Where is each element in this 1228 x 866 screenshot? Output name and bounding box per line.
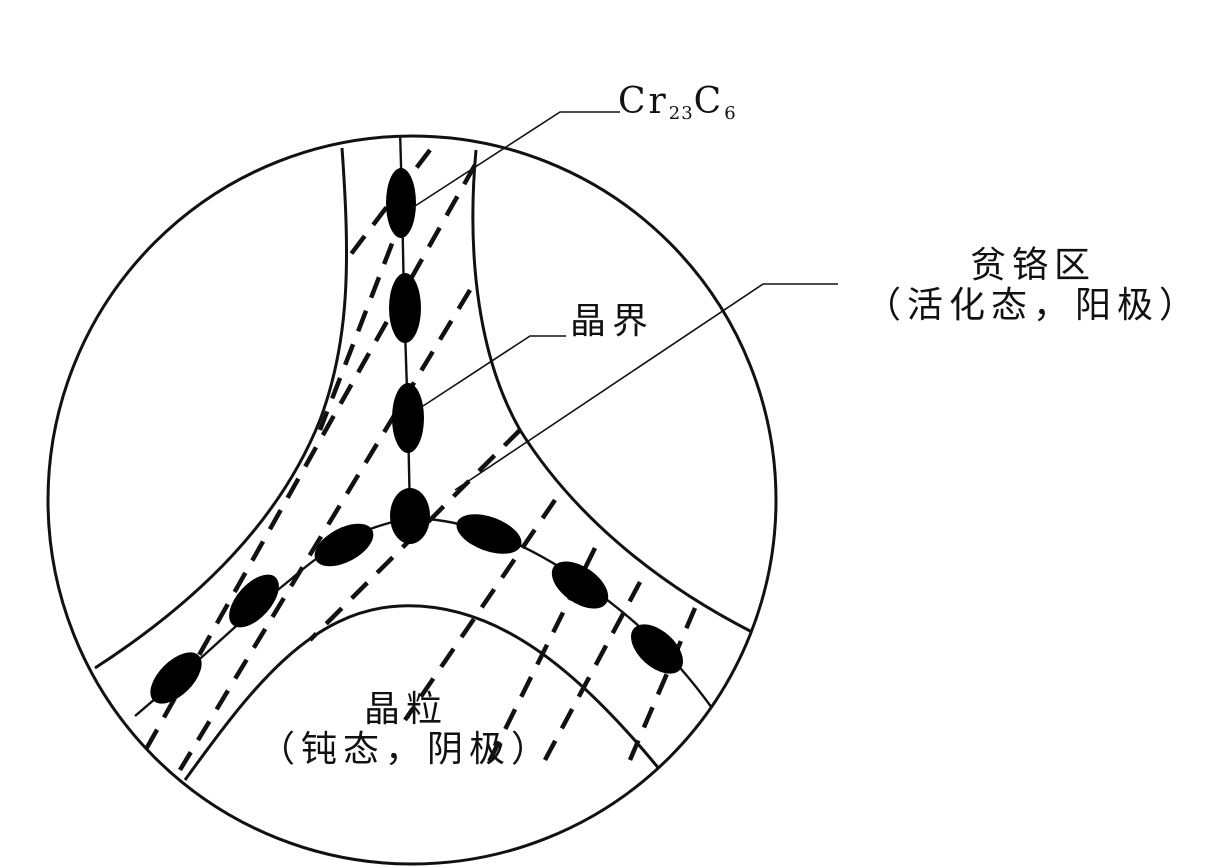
grain-state: （钝态，阴极） xyxy=(258,728,553,770)
depletion-dash-line xyxy=(343,148,432,264)
carbide-label-base: Cr xyxy=(618,81,669,122)
depleted-zone-leader-line xyxy=(454,283,838,491)
carbide-leader-line xyxy=(411,111,620,209)
depletion-dash-line xyxy=(138,163,477,762)
grain-title: 晶粒 xyxy=(363,689,448,730)
grain-label: 晶粒 （钝态，阴极） xyxy=(236,690,576,769)
depleted-zone-title: 贫铬区 xyxy=(969,245,1096,286)
grain-boundary-lower-arch xyxy=(183,604,662,781)
carbide-label-sub2: 6 xyxy=(724,103,737,124)
carbide-precipitates xyxy=(150,168,683,704)
grain-boundary-label: 晶界 xyxy=(570,301,655,342)
microscope-field-circle xyxy=(46,134,778,866)
depletion-dash-line xyxy=(317,209,408,431)
carbide-label: Cr23C6 xyxy=(618,82,737,124)
depleted-zone-boundary-left-upper xyxy=(94,147,349,670)
depleted-zone-state: （活化态，阳极） xyxy=(864,284,1201,326)
carbide-label-sub1: 23 xyxy=(668,103,694,124)
depleted-zone-label: 贫铬区 （活化态，阳极） xyxy=(848,246,1218,325)
depletion-dash-line xyxy=(403,498,557,722)
grain-boundary-leader-line xyxy=(419,335,566,409)
depletion-dash-line xyxy=(178,288,472,772)
depletion-dash-line xyxy=(627,607,698,761)
depleted-zone-boundary-right-upper xyxy=(471,149,753,634)
carbide-label-mid: C xyxy=(693,81,725,122)
